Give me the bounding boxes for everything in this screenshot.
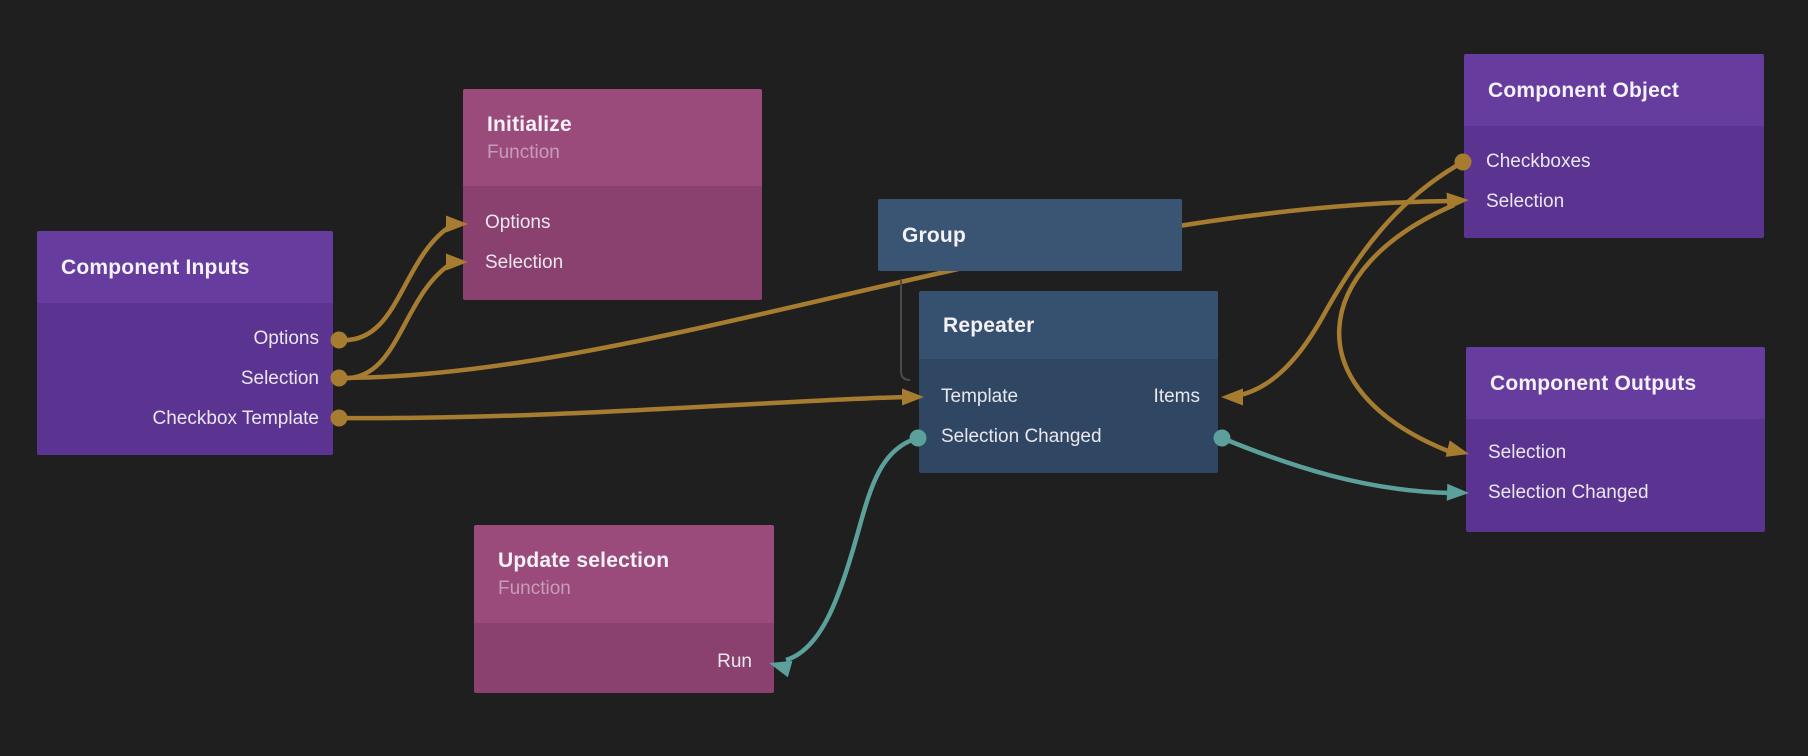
node-title: Component Inputs (61, 255, 250, 279)
port-label: Selection Changed (941, 426, 1102, 447)
port-dot (330, 331, 348, 349)
port-label: Options (253, 328, 319, 349)
node-title: Initialize (487, 112, 572, 136)
node-component-object[interactable]: Component Object Checkboxes Selection (1464, 54, 1764, 238)
port-run[interactable]: Run (474, 642, 774, 682)
port-dot (330, 409, 348, 427)
port-selection[interactable]: Selection (1464, 182, 1764, 222)
port-label-items: Items (1153, 386, 1200, 407)
node-header[interactable]: Component Inputs (37, 231, 333, 303)
port-label: Checkbox Template (152, 408, 319, 429)
node-body: Checkboxes Selection (1464, 126, 1764, 238)
port-selection-changed[interactable]: Selection Changed (1466, 473, 1765, 513)
port-label: Selection (1486, 191, 1565, 212)
port-label: Selection (240, 368, 319, 389)
port-label: Selection Changed (1488, 482, 1649, 503)
node-header[interactable]: Initialize Function (463, 89, 762, 186)
node-component-inputs[interactable]: Component Inputs Options Selection Check… (37, 231, 333, 455)
node-header[interactable]: Component Outputs (1466, 347, 1765, 419)
node-header[interactable]: Repeater (919, 291, 1218, 359)
port-options[interactable]: Options (37, 319, 333, 359)
port-label: Selection (1488, 442, 1567, 463)
node-title: Component Outputs (1490, 371, 1697, 395)
node-update-selection-function[interactable]: Update selection Function Run (474, 525, 774, 693)
node-body: Options Selection (463, 186, 762, 300)
node-body: Options Selection Checkbox Template (37, 303, 333, 455)
node-initialize-function[interactable]: Initialize Function Options Selection (463, 89, 762, 300)
port-checkbox-template[interactable]: Checkbox Template (37, 399, 333, 439)
node-subtitle: Function (487, 141, 560, 163)
port-label: Options (485, 212, 551, 233)
node-body: Template Items Selection Changed (919, 359, 1218, 473)
wire-arrowhead (1221, 388, 1243, 406)
node-header[interactable]: Component Object (1464, 54, 1764, 126)
node-subtitle: Function (498, 578, 571, 599)
port-selection[interactable]: Selection (463, 243, 762, 283)
port-label: Run (717, 651, 752, 672)
port-row-template-items[interactable]: Template Items (919, 377, 1218, 417)
node-title: Component Object (1488, 78, 1680, 102)
port-selection[interactable]: Selection (37, 359, 333, 399)
port-label-template: Template (941, 386, 1019, 407)
port-selection[interactable]: Selection (1466, 433, 1765, 473)
port-options[interactable]: Options (463, 203, 762, 243)
node-header[interactable]: Update selection Function (474, 525, 774, 623)
node-title: Group (902, 223, 966, 247)
port-dot (330, 369, 348, 387)
node-title: Repeater (943, 313, 1035, 337)
node-repeater[interactable]: Repeater Template Items Selection Change… (919, 291, 1218, 473)
node-component-outputs[interactable]: Component Outputs Selection Selection Ch… (1466, 347, 1765, 532)
node-header[interactable]: Group (878, 199, 1182, 271)
port-selection-changed[interactable]: Selection Changed (919, 417, 1218, 457)
node-group[interactable]: Group (878, 199, 1182, 271)
port-checkboxes[interactable]: Checkboxes (1464, 142, 1764, 182)
node-body: Run (474, 623, 774, 693)
port-label: Checkboxes (1486, 151, 1591, 172)
port-label: Selection (485, 252, 564, 273)
node-title: Update selection (498, 549, 670, 572)
node-body: Selection Selection Changed (1466, 419, 1765, 532)
